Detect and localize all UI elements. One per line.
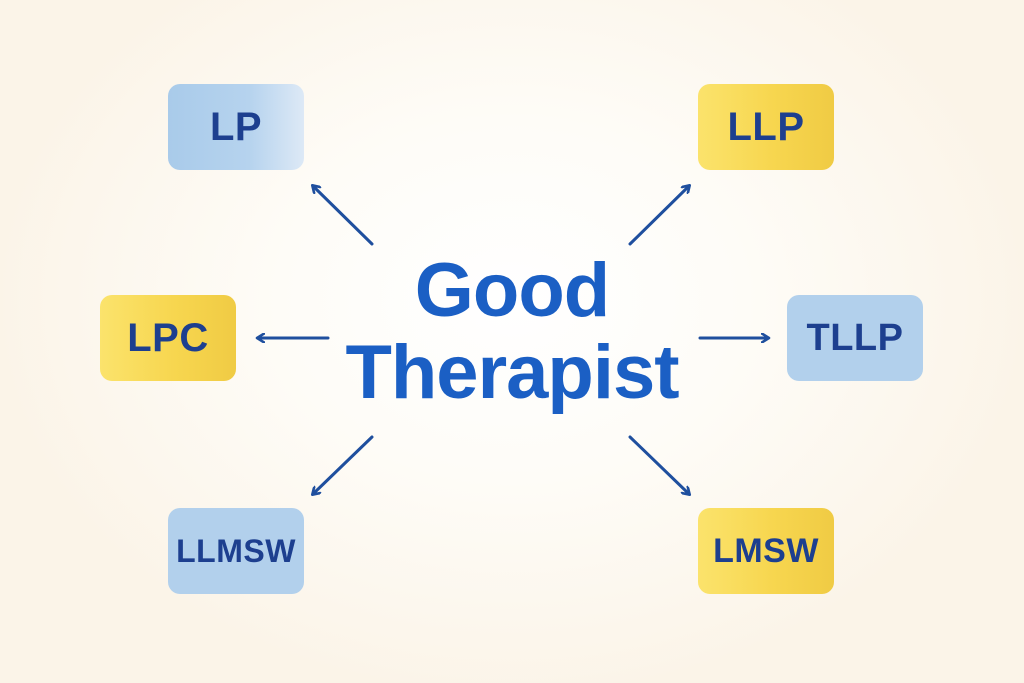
badge-tllp: TLLP — [787, 295, 923, 381]
arrow-to-lmsw — [628, 435, 689, 494]
badge-lpc: LPC — [100, 295, 236, 381]
badge-llp: LLP — [698, 84, 834, 170]
center-title-line-2: Therapist — [345, 330, 679, 415]
arrow-to-lp — [313, 186, 374, 246]
arrow-to-llp — [628, 186, 689, 246]
arrow-to-llmsw — [313, 435, 374, 494]
badge-lp: LP — [168, 84, 304, 170]
badge-llmsw: LLMSW — [168, 508, 304, 594]
badge-lmsw: LMSW — [698, 508, 834, 594]
center-title: Good Therapist — [300, 250, 724, 420]
center-title-line-1: Good — [414, 248, 610, 333]
